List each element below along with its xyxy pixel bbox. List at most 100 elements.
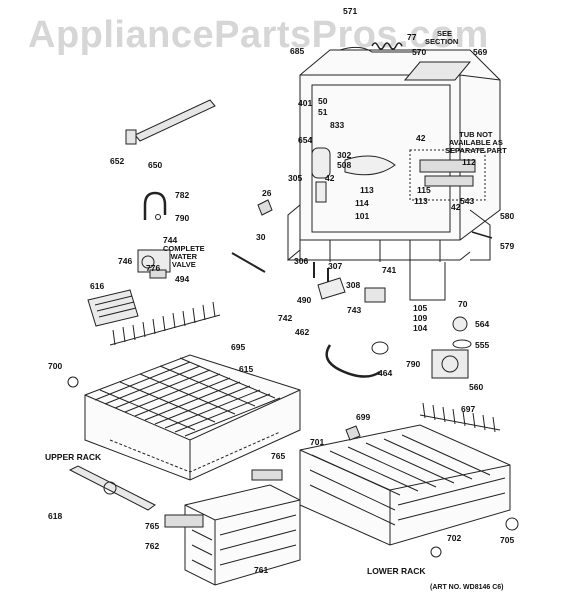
lower-rack-label: LOWER RACK [367, 566, 426, 576]
pump-drawing [431, 349, 469, 379]
label-51: 51 [318, 107, 328, 117]
part-555-drawing [452, 339, 472, 349]
part-782-drawing [143, 191, 167, 220]
label-70: 70 [458, 299, 468, 309]
label-569: 569 [473, 47, 488, 57]
label-618: 618 [48, 511, 63, 521]
label-115: 115 [417, 185, 431, 195]
part-652-drawing [125, 129, 137, 145]
label-50: 50 [318, 96, 328, 106]
label-570: 570 [412, 47, 427, 57]
label-109: 109 [413, 313, 428, 323]
label-490: 490 [297, 295, 312, 305]
label-113b: 113 [414, 196, 428, 206]
label-702: 702 [447, 533, 462, 543]
label-741: 741 [382, 265, 397, 275]
note-see-line1: SEE [437, 29, 453, 38]
label-42c: 42 [451, 202, 461, 212]
label-113a: 113 [360, 185, 374, 195]
part-616-drawing [87, 289, 139, 327]
part-702-drawing [430, 546, 442, 558]
label-746: 746 [118, 256, 133, 266]
label-776: 776 [146, 263, 161, 273]
label-580: 580 [500, 211, 515, 221]
upper-rack-drawing [84, 354, 301, 481]
label-306: 306 [294, 256, 309, 266]
upper-rack-label: UPPER RACK [45, 452, 102, 462]
label-765a: 765 [271, 451, 286, 461]
part-650-drawing [134, 99, 216, 142]
label-790a: 790 [175, 213, 190, 223]
label-105: 105 [413, 303, 428, 313]
label-615: 615 [239, 364, 254, 374]
part-564-drawing [452, 316, 468, 332]
label-42b: 42 [325, 173, 335, 183]
label-765b: 765 [145, 521, 160, 531]
label-555: 555 [475, 340, 490, 350]
label-26: 26 [262, 188, 272, 198]
note-tub-line3: SEPARATE PART [445, 145, 507, 155]
label-543: 543 [460, 196, 475, 206]
label-401: 401 [298, 98, 313, 108]
part-464-drawing [371, 341, 389, 355]
part-30-drawing [231, 252, 266, 273]
label-699: 699 [356, 412, 371, 422]
watermark-text: AppliancePartsPros.com [28, 14, 489, 56]
lower-rack-drawing [299, 424, 511, 546]
part-462-drawing [325, 344, 381, 378]
label-114: 114 [355, 198, 369, 208]
note-tub-not-available: TUB NOT AVAILABLE AS SEPARATE PART [445, 131, 507, 155]
label-571: 571 [343, 6, 358, 16]
part-26-drawing [257, 199, 273, 216]
part-308-drawing [317, 277, 346, 300]
part-700-drawing [67, 376, 79, 388]
note-valve-line2: WATER [170, 251, 198, 261]
label-701: 701 [310, 437, 325, 447]
note-valve-line1: COMPLETE [163, 243, 205, 253]
part-705-drawing [505, 517, 519, 531]
label-302: 302 [337, 150, 352, 160]
note-valve-number: 744 [163, 235, 178, 245]
part-697-drawing [419, 402, 501, 433]
label-697: 697 [461, 404, 476, 414]
note-valve-line3: VALVE [171, 259, 196, 269]
label-652: 652 [110, 156, 125, 166]
note-complete-water-valve: 744 COMPLETE WATER VALVE [163, 236, 205, 269]
label-742: 742 [278, 313, 293, 323]
label-104: 104 [413, 323, 428, 333]
label-112: 112 [462, 157, 476, 167]
label-685: 685 [290, 46, 305, 56]
part-571-drawing [371, 42, 403, 50]
art-number: (ART NO. WD8146 C6) [430, 584, 504, 591]
label-833: 833 [330, 120, 345, 130]
label-705: 705 [500, 535, 515, 545]
label-508: 508 [337, 160, 352, 170]
tub-drawing [287, 46, 501, 301]
part-743-drawing [364, 287, 386, 303]
label-560: 560 [469, 382, 484, 392]
label-564: 564 [475, 319, 490, 329]
note-see-section: SEE SECTION [425, 30, 458, 46]
label-762: 762 [145, 541, 160, 551]
label-743: 743 [347, 305, 362, 315]
label-695: 695 [231, 342, 246, 352]
label-464: 464 [378, 368, 393, 378]
note-see-line2: SECTION [425, 36, 459, 46]
label-307: 307 [328, 261, 343, 271]
label-308: 308 [346, 280, 361, 290]
silverware-basket-drawing [164, 469, 301, 586]
label-790b: 790 [406, 359, 421, 369]
note-tub-line1: TUB NOT [459, 130, 493, 139]
label-782: 782 [175, 190, 190, 200]
label-650: 650 [148, 160, 163, 170]
label-462: 462 [295, 327, 310, 337]
label-42a: 42 [416, 133, 426, 143]
label-700: 700 [48, 361, 63, 371]
label-30: 30 [256, 232, 266, 242]
label-305: 305 [288, 173, 303, 183]
label-77: 77 [407, 32, 417, 42]
valve-drawing [137, 249, 171, 279]
label-654: 654 [298, 135, 313, 145]
label-616: 616 [90, 281, 105, 291]
note-tub-line2: AVAILABLE AS [448, 137, 503, 147]
